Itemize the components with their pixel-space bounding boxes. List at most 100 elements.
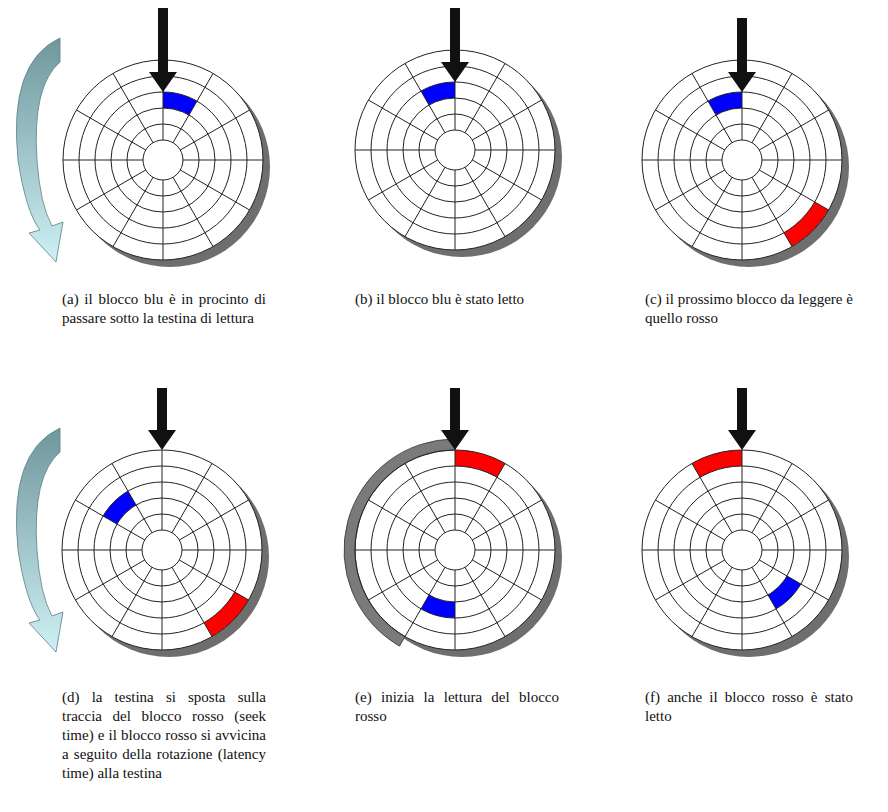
- sector-line: [759, 500, 828, 540]
- sector-line: [465, 167, 505, 236]
- panel-caption: (f) anche il blocco rosso è stato letto: [645, 688, 853, 726]
- sector-line: [113, 177, 153, 246]
- sector-line: [63, 160, 143, 161]
- sector-line: [62, 550, 142, 551]
- sector-line: [405, 167, 445, 236]
- sector-line: [475, 550, 555, 551]
- disk-track: [435, 530, 475, 570]
- sector-line: [692, 463, 732, 532]
- sector-line: [162, 570, 163, 650]
- read-head-arrow: [728, 18, 756, 92]
- sector-line: [655, 110, 724, 150]
- sector-line: [752, 177, 792, 246]
- sector-line: [180, 110, 249, 150]
- sector-line: [655, 560, 724, 600]
- disk-panel: [344, 388, 562, 657]
- sector-line: [173, 177, 213, 246]
- sector-line: [759, 110, 828, 150]
- disk-track: [355, 450, 555, 650]
- sector-line: [405, 63, 445, 132]
- sector-line: [179, 500, 248, 540]
- rotation-arrow: [16, 38, 63, 262]
- sector-line: [642, 160, 722, 161]
- sector-line: [472, 560, 541, 600]
- panel-caption: (a) il blocco blu è in procinto di passa…: [62, 290, 266, 328]
- sector-line: [368, 100, 437, 140]
- panel-caption: (b) il blocco blu è stato letto: [355, 290, 559, 309]
- sector-line: [162, 450, 163, 530]
- disk-panel: [642, 18, 849, 267]
- sector-line: [752, 73, 792, 142]
- sector-line: [405, 567, 445, 636]
- sector-line: [368, 560, 437, 600]
- disk-platter: [355, 450, 555, 650]
- panel-caption: (c) il prossimo blocco da leggere è quel…: [645, 290, 853, 328]
- sector-line: [173, 73, 213, 142]
- disk-block: [708, 92, 742, 115]
- sector-line: [112, 463, 152, 532]
- sector-line: [368, 160, 437, 200]
- read-head-arrow: [441, 388, 469, 450]
- disk-track: [722, 530, 762, 570]
- disk-block: [204, 592, 249, 637]
- sector-line: [742, 570, 743, 650]
- sector-line: [355, 150, 435, 151]
- disk-block: [163, 92, 197, 115]
- read-head-arrow: [728, 388, 756, 450]
- sector-line: [405, 463, 445, 532]
- rotation-arrow: [16, 428, 63, 652]
- disk-track: [62, 450, 262, 650]
- sector-line: [179, 560, 248, 600]
- disk-track: [722, 140, 762, 180]
- sector-line: [76, 170, 145, 210]
- sector-line: [472, 100, 541, 140]
- sector-line: [465, 463, 505, 532]
- read-head-arrow: [149, 8, 177, 92]
- sector-line: [172, 463, 212, 532]
- sector-line: [642, 550, 722, 551]
- disk-track: [435, 130, 475, 170]
- sector-line: [692, 73, 732, 142]
- disk-panel: [642, 388, 849, 657]
- sector-line: [163, 180, 164, 260]
- disk-block: [421, 595, 455, 618]
- sector-line: [655, 170, 724, 210]
- sector-line: [75, 560, 144, 600]
- disk-panel: [16, 8, 270, 267]
- disk-block: [692, 450, 742, 477]
- sector-line: [465, 567, 505, 636]
- panel-caption: (d) la testina si sposta sulla traccia d…: [62, 688, 266, 783]
- disk-track: [642, 450, 842, 650]
- sector-line: [759, 560, 828, 600]
- sector-line: [355, 550, 435, 551]
- sector-line: [465, 63, 505, 132]
- disk-panel: [355, 8, 562, 257]
- sector-line: [762, 160, 842, 161]
- disk-panel: [16, 388, 269, 657]
- sector-line: [655, 500, 724, 540]
- panel-caption: (e) inizia la lettura del blocco rosso: [355, 688, 559, 726]
- sector-line: [742, 180, 743, 260]
- disk-track: [143, 140, 183, 180]
- sector-line: [472, 500, 541, 540]
- disk-block: [421, 82, 455, 105]
- read-head-arrow: [148, 388, 176, 450]
- sector-line: [172, 567, 212, 636]
- sector-line: [455, 570, 456, 650]
- sector-line: [475, 150, 555, 151]
- sector-line: [75, 500, 144, 540]
- disk-platter: [62, 450, 262, 650]
- sector-line: [759, 170, 828, 210]
- sector-line: [180, 170, 249, 210]
- sector-line: [368, 500, 437, 540]
- sector-line: [112, 567, 152, 636]
- sector-line: [182, 550, 262, 551]
- disk-platter: [642, 450, 842, 650]
- sector-line: [762, 550, 842, 551]
- sector-line: [752, 567, 792, 636]
- sector-line: [76, 110, 145, 150]
- read-head-arrow: [441, 8, 469, 82]
- disk-block: [784, 202, 829, 247]
- sector-line: [183, 160, 263, 161]
- sector-line: [455, 450, 456, 530]
